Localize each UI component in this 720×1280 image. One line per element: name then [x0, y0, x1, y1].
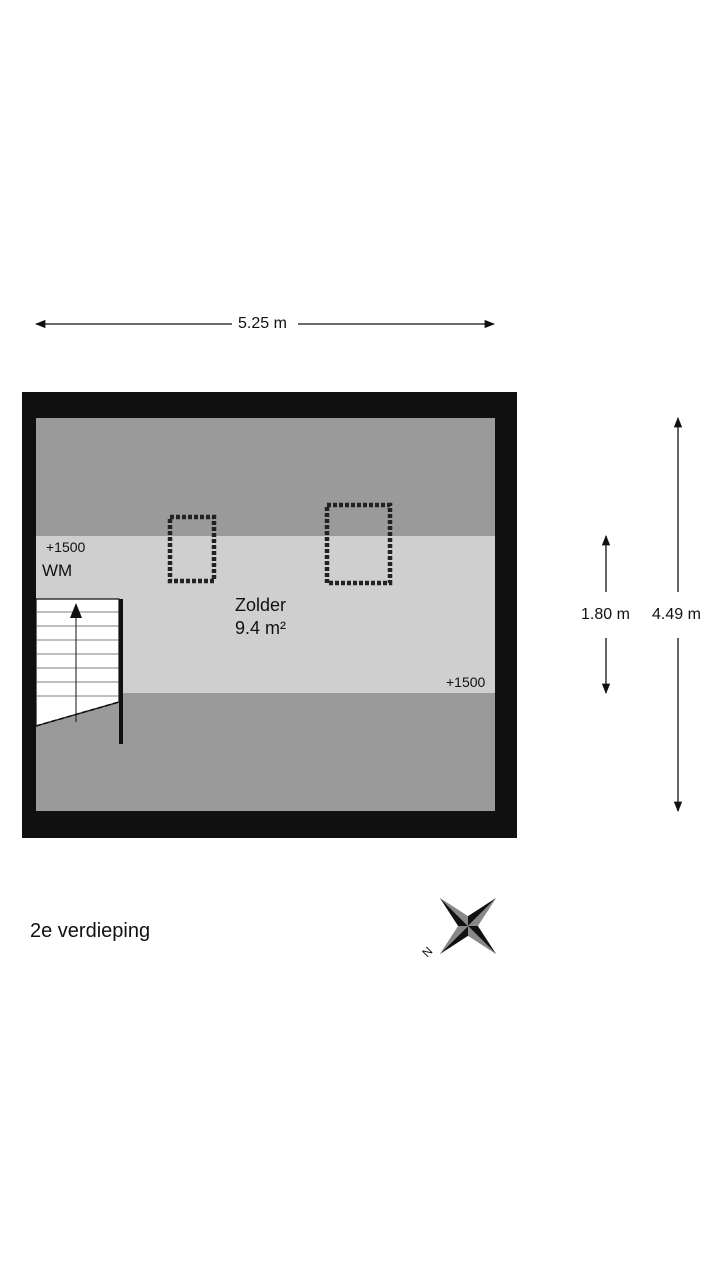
sloped-zone-top [36, 418, 495, 536]
height-full-dimension-label: 1.80 m [581, 606, 630, 623]
staircase [35, 598, 123, 744]
floor-label: 2e verdieping [30, 920, 151, 942]
skylight-right [324, 502, 393, 586]
stair-direction-arrow-icon [70, 603, 82, 618]
room-name: Zolder [235, 595, 287, 615]
level-marker-left: +1500 [46, 539, 86, 555]
sloped-zone-bottom [36, 693, 495, 811]
compass-rose-icon [439, 897, 497, 955]
room-area: 9.4 m² [235, 618, 287, 638]
skylight-left [167, 514, 217, 584]
height-total-dimension-label: 4.49 m [652, 606, 701, 623]
stair-railing [119, 599, 123, 744]
width-dimension-label: 5.25 m [238, 315, 287, 332]
wm-label: WM [42, 561, 73, 580]
level-marker-right: +1500 [446, 674, 486, 690]
